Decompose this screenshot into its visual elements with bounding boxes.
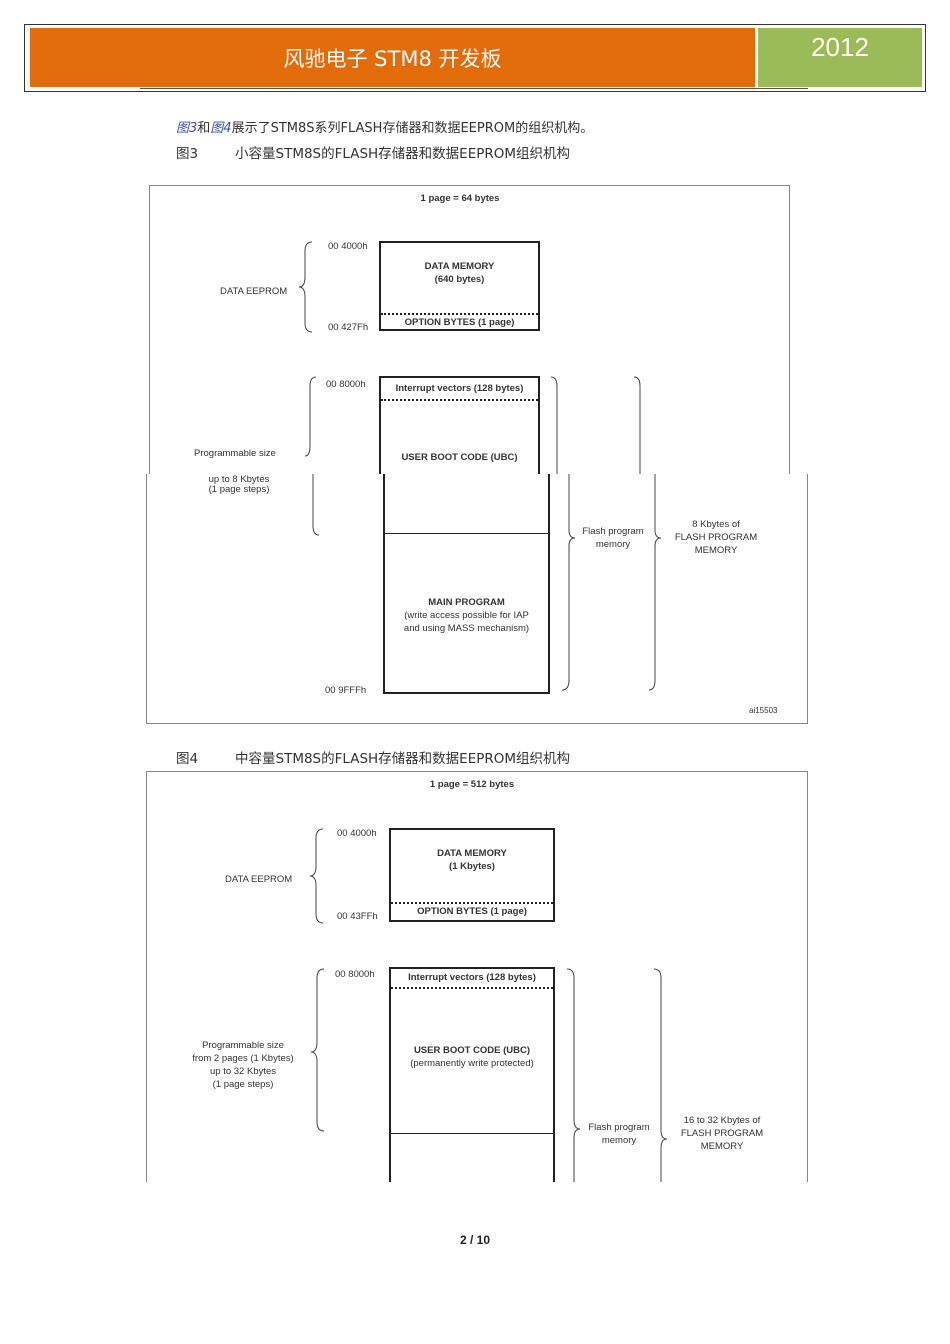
figure3-link[interactable]: 图3 — [176, 121, 198, 136]
figure3-ubc: USER BOOT CODE (UBC) — [401, 452, 518, 463]
figure4-flash-total-1: 16 to 32 Kbytes of — [683, 1115, 761, 1126]
figure4-ubc-note: (permanently write protected) — [410, 1058, 534, 1069]
figure3-data-memory: DATA MEMORY — [424, 261, 495, 272]
figure4-addr-8000: 00 8000h — [335, 969, 375, 980]
figure4-addr-4000: 00 4000h — [337, 828, 377, 839]
figure4-programmable-3: up to 32 Kbytes — [209, 1066, 277, 1077]
figure3-flash-block-bottom: MAIN PROGRAM (write access possible for … — [383, 474, 550, 694]
header-frame — [24, 24, 926, 92]
figure3-main-program: MAIN PROGRAM — [428, 597, 505, 608]
figure3-flash-total-3: MEMORY — [694, 545, 738, 556]
figure3-flash-total-brace — [648, 474, 662, 691]
figure4-data-memory-block: DATA MEMORY (1 Kbytes) OPTION BYTES (1 p… — [389, 828, 555, 922]
figure4-page-size: 1 page = 512 bytes — [429, 779, 515, 790]
figure3-programmable-3: (1 page steps) — [208, 484, 270, 495]
figure3-caption-text: 小容量STM8S的FLASH存储器和数据EEPROM组织机构 — [235, 146, 571, 162]
figure3-flash-total-brace-top — [633, 376, 641, 475]
intro-text: 图3和图4展示了STM8S系列FLASH存储器和数据EEPROM的组织机构。 — [176, 117, 593, 136]
figure4-option-bytes: OPTION BYTES (1 page) — [417, 906, 527, 917]
figure4: 1 page = 512 bytes 00 4000h DATA EEPROM … — [146, 771, 808, 1182]
figure4-flash-total-3: MEMORY — [700, 1141, 744, 1152]
figure4-link[interactable]: 图4 — [210, 121, 232, 136]
figure4-programmable-1: Programmable size — [202, 1040, 284, 1051]
figure4-eeprom-label: DATA EEPROM — [225, 874, 293, 885]
header-year: 2012 — [758, 28, 922, 87]
figure4-programmable-4: (1 page steps) — [212, 1079, 274, 1090]
figure3-programmable-1: Programmable size — [194, 448, 276, 459]
figure3-page-size: 1 page = 64 bytes — [420, 193, 500, 204]
figure4-addr-43ff: 00 43FFh — [337, 911, 378, 922]
figure4-data-memory: DATA MEMORY — [437, 848, 507, 859]
figure3-interrupt-vectors: Interrupt vectors (128 bytes) — [395, 383, 524, 394]
page-number: 2 / 10 — [459, 1233, 491, 1247]
figure4-ubc: USER BOOT CODE (UBC) — [413, 1045, 531, 1056]
figure3-upper: 1 page = 64 bytes 00 4000h DATA EEPROM 0… — [149, 185, 790, 475]
figure3-flash-program-brace — [561, 474, 576, 691]
figure4-interrupt-vectors: Interrupt vectors (128 bytes) — [408, 972, 536, 983]
figure4-programmable-brace — [310, 968, 325, 1132]
figure3-flash-program-2: memory — [595, 539, 631, 550]
intro-and: 和 — [197, 121, 211, 136]
figure4-eeprom-brace — [309, 828, 324, 924]
figure3-data-memory-size: (640 bytes) — [434, 274, 485, 285]
figure4-programmable-2: from 2 pages (1 Kbytes) — [192, 1053, 294, 1064]
figure3-addr-4000: 00 4000h — [328, 241, 368, 252]
figure3-ref-code: ai15503 — [749, 706, 778, 715]
figure3-flash-total-1: 8 Kbytes of — [692, 519, 740, 530]
figure3-main-note-1: (write access possible for IAP — [404, 610, 529, 621]
figure3-eeprom-label: DATA EEPROM — [220, 286, 288, 297]
figure3-eeprom-brace — [298, 241, 313, 333]
figure4-flash-total-brace — [653, 968, 668, 1182]
figure4-flash-program-1: Flash program — [588, 1122, 650, 1133]
figure3-flash-block-top: Interrupt vectors (128 bytes) USER BOOT … — [379, 376, 540, 475]
figure4-number: 图4 — [176, 751, 199, 767]
figure3-main-note-2: and using MASS mechanism) — [403, 623, 530, 634]
figure3-flash-program-1: Flash program — [582, 526, 644, 537]
figure4-flash-block: Interrupt vectors (128 bytes) USER BOOT … — [389, 967, 555, 1182]
figure3-lower: up to 8 Kbytes (1 page steps) MAIN PROGR… — [146, 474, 808, 724]
figure3-programmable-brace-bottom — [312, 474, 320, 536]
header-rule — [140, 88, 808, 89]
figure3-addr-8000: 00 8000h — [326, 379, 366, 390]
figure3-programmable-brace — [304, 376, 317, 457]
figure3-addr-427f: 00 427Fh — [328, 322, 369, 333]
figure3-caption: 图3 小容量STM8S的FLASH存储器和数据EEPROM组织机构 — [176, 142, 570, 162]
figure4-flash-total-2: FLASH PROGRAM — [680, 1128, 764, 1139]
figure4-caption: 图4 中容量STM8S的FLASH存储器和数据EEPROM组织机构 — [176, 747, 570, 767]
figure4-caption-text: 中容量STM8S的FLASH存储器和数据EEPROM组织机构 — [235, 751, 571, 767]
figure3-programmable-2: up to 8 Kbytes — [208, 474, 270, 485]
figure3-option-bytes: OPTION BYTES (1 page) — [404, 317, 515, 328]
figure3-number: 图3 — [176, 146, 199, 162]
figure3-flash-program-brace-top — [550, 376, 558, 475]
figure4-data-memory-size: (1 Kbytes) — [449, 861, 495, 872]
figure3-flash-total-2: FLASH PROGRAM — [674, 532, 758, 543]
figure3-data-memory-block: DATA MEMORY (640 bytes) OPTION BYTES (1 … — [379, 241, 540, 331]
header-title: 风驰电子 STM8 开发板 — [30, 28, 755, 87]
figure4-flash-program-brace — [566, 968, 581, 1182]
figure3-addr-9fff: 00 9FFFh — [325, 685, 367, 696]
figure4-flash-program-2: memory — [601, 1135, 637, 1146]
intro-rest: 展示了STM8S系列FLASH存储器和数据EEPROM的组织机构。 — [231, 121, 594, 136]
